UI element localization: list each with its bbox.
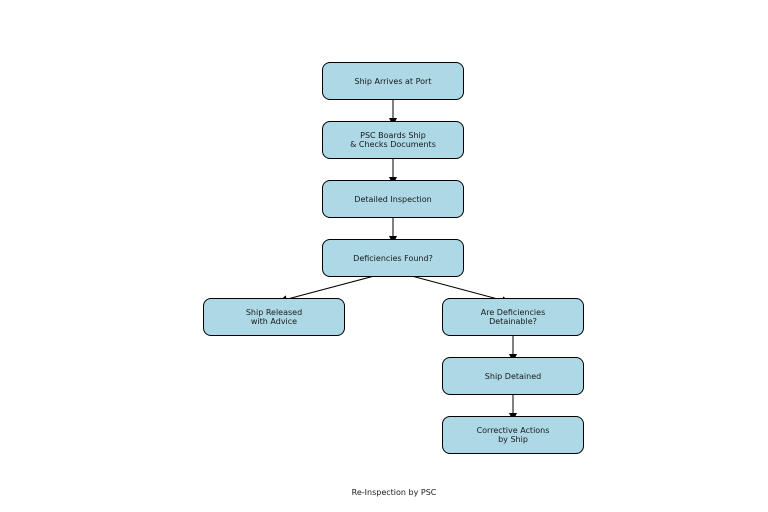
node-ship-arrives: Ship Arrives at Port [322,62,464,100]
node-deficiencies-found: Deficiencies Found? [322,239,464,277]
node-detailed-inspection: Detailed Inspection [322,180,464,218]
reinspection-caption: Re-Inspection by PSC [351,488,437,497]
node-corrective-actions: Corrective Actions by Ship [442,416,584,454]
node-ship-released: Ship Released with Advice [203,298,345,336]
node-ship-detained: Ship Detained [442,357,584,395]
node-psc-boards: PSC Boards Ship & Checks Documents [322,121,464,159]
node-deficiencies-detainable: Are Deficiencies Detainable? [442,298,584,336]
